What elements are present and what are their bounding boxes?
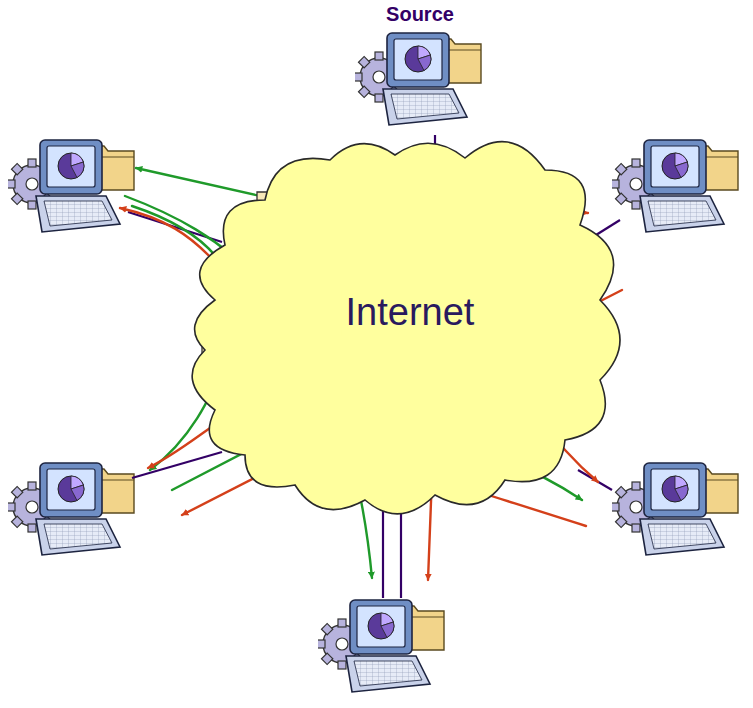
computer-icon [355,25,485,135]
data-flow-arrow [120,208,215,262]
data-flow-arrow [136,150,380,206]
data-flow-arrow [540,420,598,482]
computer-icon [7,463,134,555]
data-flow-arrow [148,428,210,468]
computer-icon [7,140,134,232]
computer-icon [611,140,738,232]
network-label: Internet [342,290,479,336]
data-flow-arrow [428,476,586,580]
data-flow-arrow [125,196,372,578]
access-link [434,135,436,150]
computer-icon [611,463,738,555]
source-computer: Source [355,0,485,135]
data-flow-arrow [132,206,237,470]
document-icon [202,192,538,488]
computer-icon [317,600,444,692]
data-flow-arrow [172,262,610,490]
node-heading: Source [382,2,458,26]
data-flow-arrow [420,449,582,500]
internet-cloud: Internet [175,150,645,530]
data-flow-arrow [420,150,588,213]
data-flow-arrow [182,290,622,515]
